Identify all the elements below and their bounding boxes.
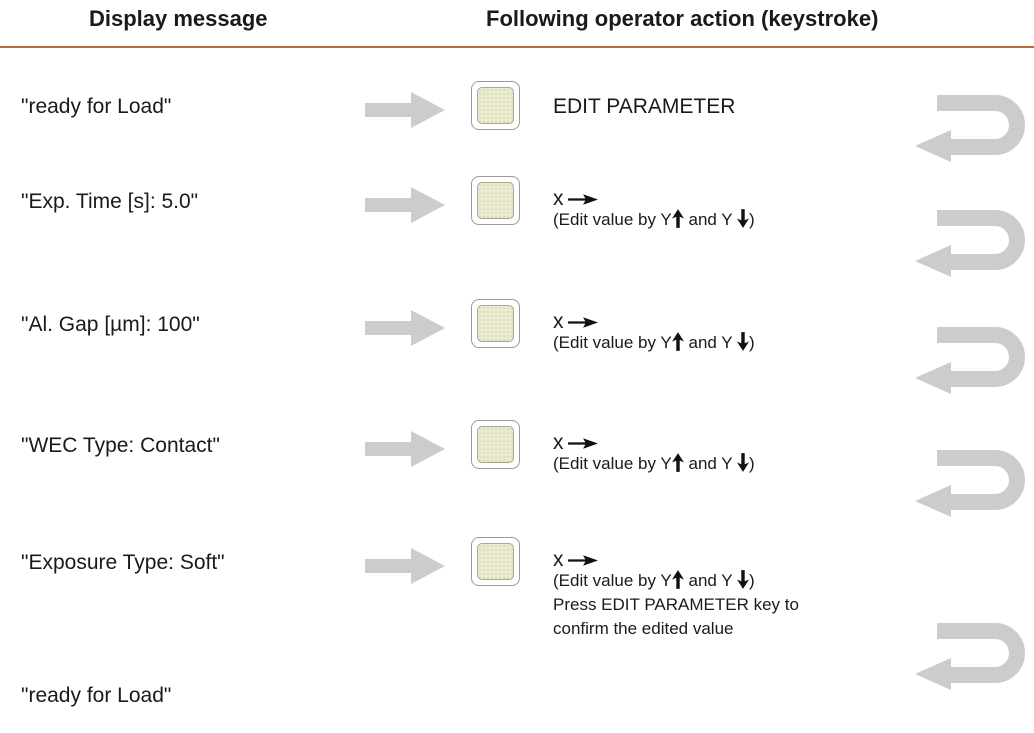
confirm-line-1: Press EDIT PARAMETER key to: [553, 595, 799, 614]
display-message: "ready for Load": [21, 95, 172, 118]
edit-instruction: (Edit value by Y and Y ): [553, 331, 755, 355]
up-arrow-icon: [672, 332, 684, 351]
return-arrow-icon: [915, 90, 1027, 162]
up-arrow-icon: [672, 453, 684, 472]
edit-prefix: (Edit value by Y: [553, 333, 672, 352]
return-arrow-icon: [915, 322, 1027, 394]
display-message: "WEC Type: Contact": [21, 434, 220, 457]
edit-prefix: (Edit value by Y: [553, 571, 672, 590]
return-arrow-icon: [915, 205, 1027, 277]
key-button-icon: [477, 87, 514, 124]
key-button-icon: [477, 543, 514, 580]
right-arrow-icon: [365, 90, 445, 130]
x-key-label: x: [553, 431, 564, 454]
edit-prefix: (Edit value by Y: [553, 454, 672, 473]
action-block: x (Edit value by Y and Y ): [553, 187, 755, 232]
header-display-message: Display message: [89, 6, 268, 31]
return-arrow-icon: [915, 445, 1027, 517]
right-arrow-icon: [365, 185, 445, 225]
header-operator-action: Following operator action (keystroke): [486, 6, 879, 31]
display-message: "ready for Load": [21, 684, 172, 707]
down-arrow-icon: [737, 332, 749, 351]
black-right-arrow-icon: [568, 317, 598, 328]
edit-and: and Y: [688, 333, 733, 352]
key-button-icon: [477, 426, 514, 463]
right-arrow-icon: [365, 429, 445, 469]
return-arrow-icon: [915, 618, 1027, 690]
down-arrow-icon: [737, 209, 749, 228]
edit-instruction: (Edit value by Y and Y ): [553, 569, 799, 593]
action-block: x (Edit value by Y and Y ): [553, 310, 755, 355]
key-button[interactable]: [471, 299, 520, 348]
display-message: "Exposure Type: Soft": [21, 551, 225, 574]
action-block: x (Edit value by Y and Y ): [553, 431, 755, 476]
x-key-label: x: [553, 310, 564, 333]
edit-and: and Y: [688, 210, 733, 229]
key-button[interactable]: [471, 420, 520, 469]
x-key-label: x: [553, 548, 564, 571]
key-button[interactable]: [471, 537, 520, 586]
key-button-icon: [477, 182, 514, 219]
up-arrow-icon: [672, 570, 684, 589]
display-message: "Exp. Time [s]: 5.0": [21, 190, 199, 213]
edit-suffix: ): [749, 210, 755, 229]
edit-instruction: (Edit value by Y and Y ): [553, 208, 755, 232]
edit-instruction: (Edit value by Y and Y ): [553, 452, 755, 476]
edit-and: and Y: [688, 571, 733, 590]
edit-parameter-key-button[interactable]: [471, 81, 520, 130]
black-right-arrow-icon: [568, 555, 598, 566]
edit-suffix: ): [749, 571, 755, 590]
x-key-label: x: [553, 187, 564, 210]
edit-prefix: (Edit value by Y: [553, 210, 672, 229]
right-arrow-icon: [365, 546, 445, 586]
down-arrow-icon: [737, 570, 749, 589]
edit-and: and Y: [688, 454, 733, 473]
key-button[interactable]: [471, 176, 520, 225]
header-divider: [0, 46, 1034, 48]
edit-suffix: ): [749, 333, 755, 352]
black-right-arrow-icon: [568, 438, 598, 449]
up-arrow-icon: [672, 209, 684, 228]
confirm-line-2: confirm the edited value: [553, 619, 734, 638]
key-button-icon: [477, 305, 514, 342]
black-right-arrow-icon: [568, 194, 598, 205]
action-label: EDIT PARAMETER: [553, 95, 736, 118]
right-arrow-icon: [365, 308, 445, 348]
edit-suffix: ): [749, 454, 755, 473]
display-message: "Al. Gap [µm]: 100": [21, 313, 200, 336]
down-arrow-icon: [737, 453, 749, 472]
action-block: x (Edit value by Y and Y ) Press EDIT PA…: [553, 548, 799, 641]
